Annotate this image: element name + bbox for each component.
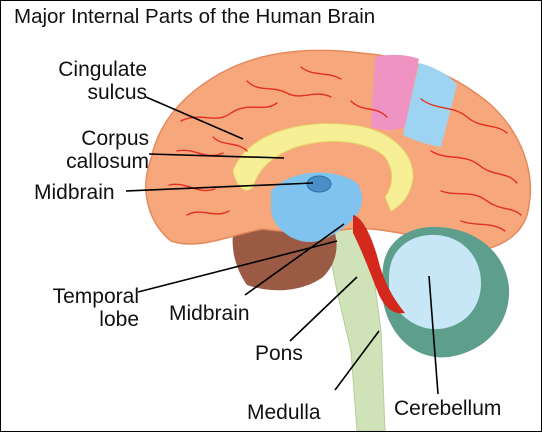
label-corpus-callosum-line2: callosum xyxy=(41,150,149,173)
cerebellum-inner xyxy=(389,235,481,329)
label-pons: Pons xyxy=(255,342,303,365)
label-cerebellum: Cerebellum xyxy=(394,397,501,420)
label-medulla: Medulla xyxy=(247,401,321,424)
label-temporal-lobe-line2: lobe xyxy=(21,308,139,331)
label-corpus-callosum-line1: Corpus xyxy=(41,127,149,150)
label-temporal-lobe-line1: Temporal xyxy=(21,285,139,308)
label-corpus-callosum: Corpus callosum xyxy=(41,127,149,173)
midbrain-nucleus xyxy=(307,176,331,192)
diagram-title: Major Internal Parts of the Human Brain xyxy=(14,5,375,28)
label-cingulate-sulcus: Cingulate sulcus xyxy=(34,58,147,104)
label-cingulate-sulcus-line2: sulcus xyxy=(34,81,147,104)
label-midbrain-upper: Midbrain xyxy=(34,181,115,204)
label-midbrain-lower: Midbrain xyxy=(169,302,250,325)
label-temporal-lobe: Temporal lobe xyxy=(21,285,139,331)
label-cingulate-sulcus-line1: Cingulate xyxy=(34,58,147,81)
